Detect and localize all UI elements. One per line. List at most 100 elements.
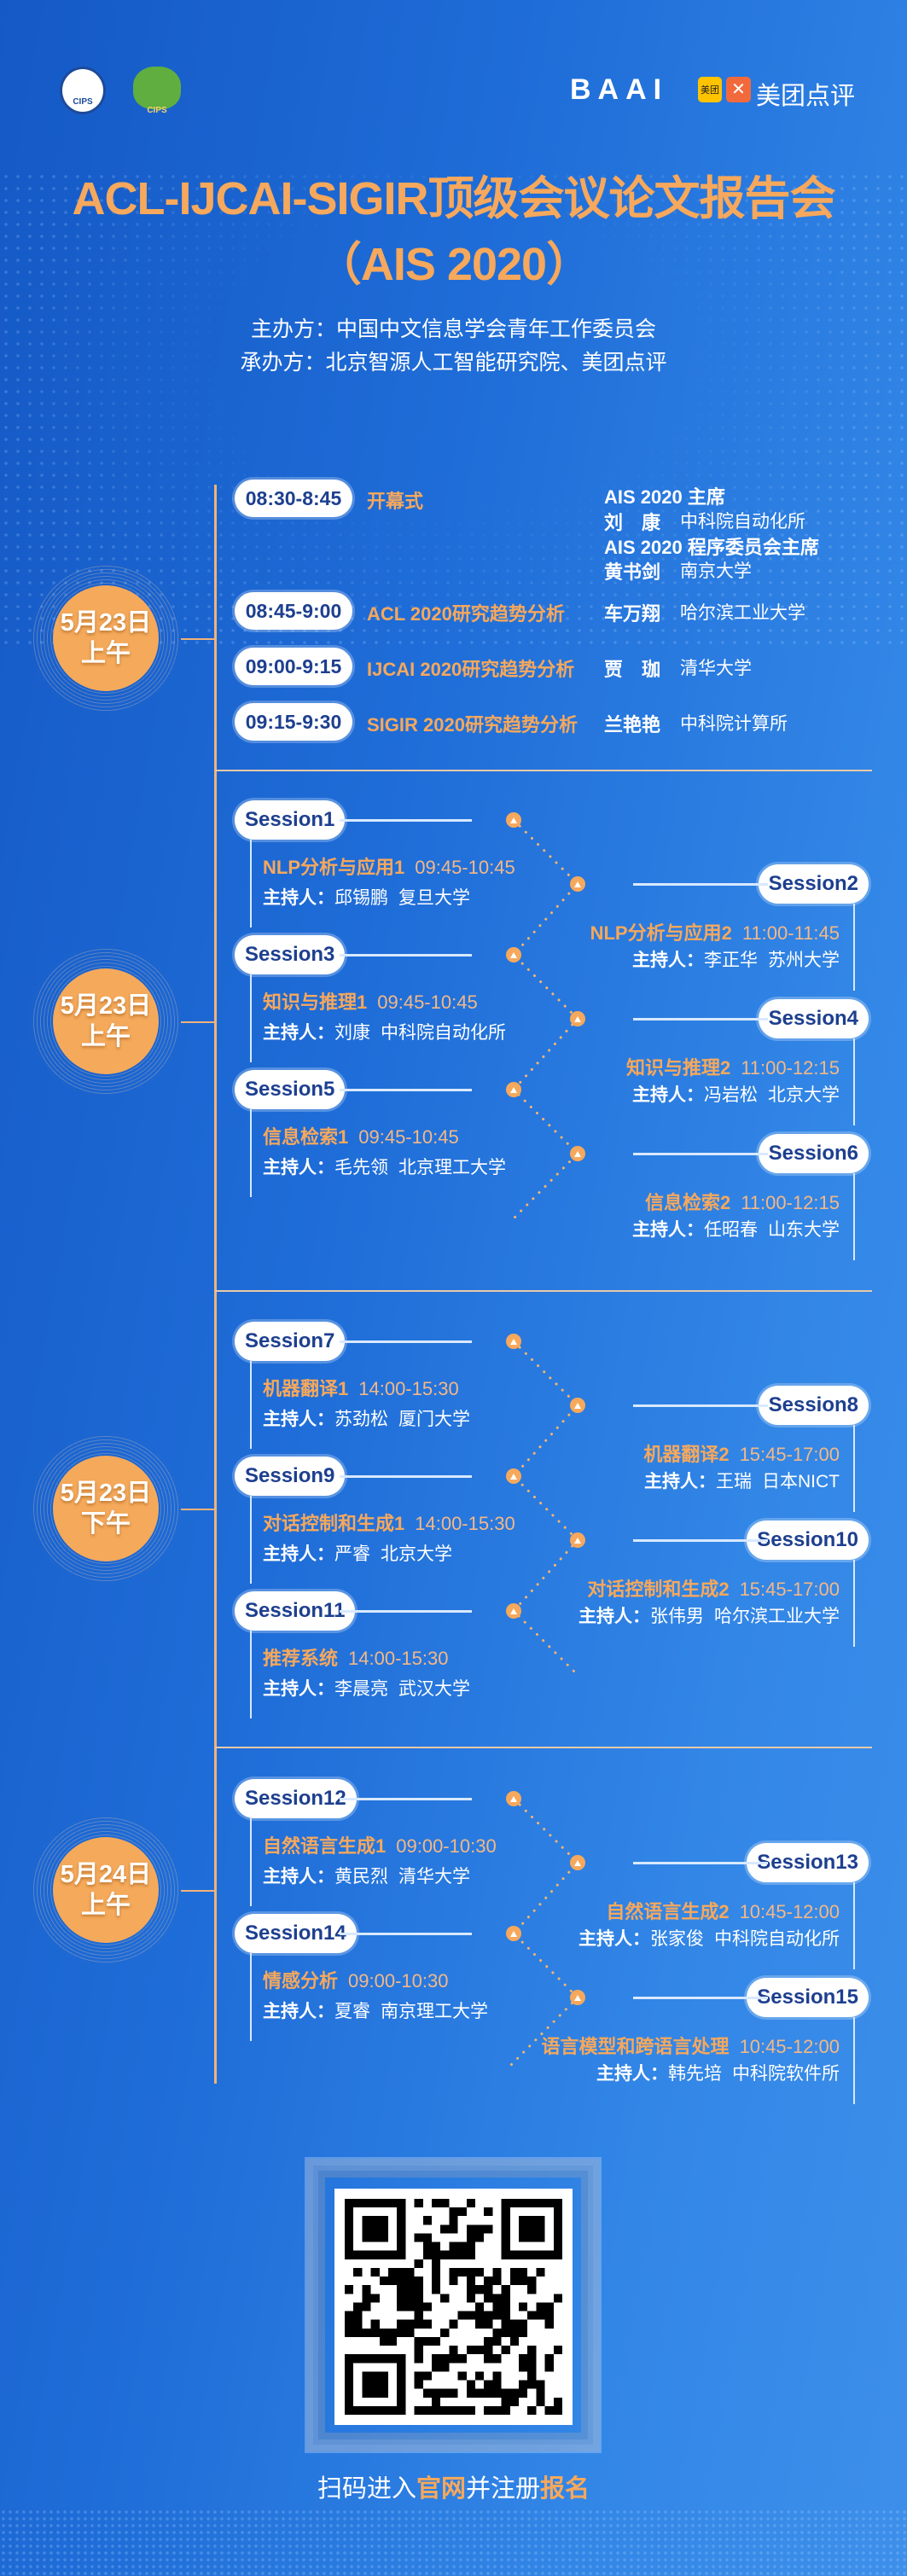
session-title: 语言模型和跨语言处理 [541,2036,730,2057]
session-time: 09:45-10:45 [377,991,478,1013]
host-label: 主持人： [579,1929,650,1949]
session-title: 知识与推理2 [625,1057,731,1079]
session-pill[interactable]: Session12 [235,1779,357,1818]
host-name: 李晨亮 [334,1679,388,1699]
connector-line [340,1610,472,1613]
organizer-co-host: 承办方：北京智源人工智能研究院、美团点评 [240,351,667,375]
speaker-name: 刘 康 [604,512,661,533]
session-rail [250,1818,252,1906]
session-host-row: 主持人：张家俊中科院自动化所 [579,1925,840,1951]
host-affiliation: 中科院软件所 [732,2064,840,2084]
host-label: 主持人： [263,1544,334,1564]
speaker-affiliation: 中科院自动化所 [680,512,805,532]
host-name: 任昭春 [704,1220,758,1240]
session-pill[interactable]: Session1 [235,800,346,840]
host-name: 毛先领 [334,1158,388,1178]
session-pill[interactable]: Session10 [747,1521,869,1560]
speaker-name: 兰艳艳 [604,714,661,736]
session-rail [250,1361,252,1449]
time-pill: 09:15-9:30 [235,703,352,741]
session-pill[interactable]: Session9 [235,1457,346,1496]
session-rail [853,1038,855,1125]
connector-line [633,1539,768,1542]
speaker-name: 贾 珈 [604,659,661,680]
organizer-host: 主办方：中国中文信息学会青年工作委员会 [250,317,657,341]
timeline-dot-icon [570,1990,585,2005]
session-host-row: 主持人：王瑞日本NICT [644,1468,840,1493]
session-host-row: 主持人：苏劲松厦门大学 [263,1405,470,1431]
caption-text: 扫码进入 [317,2475,416,2503]
session-pill[interactable]: Session4 [758,999,869,1038]
timeline-dot-icon [570,1146,585,1161]
session-pill[interactable]: Session8 [758,1386,869,1425]
session-pill[interactable]: Session3 [235,935,346,974]
session-pill[interactable]: Session5 [235,1070,346,1109]
host-label: 主持人： [263,1023,334,1043]
host-affiliation: 苏州大学 [768,951,840,970]
session-pill[interactable]: Session2 [758,864,869,904]
qr-code[interactable] [334,2189,573,2425]
timeline-dot-icon [506,947,521,962]
connector-line [633,1997,768,1999]
session-host-row: 主持人：李晨亮武汉大学 [263,1675,470,1701]
host-affiliation: 中科院自动化所 [381,1023,506,1043]
session-title: NLP分析与应用1 [263,857,405,878]
session-rail [853,1560,855,1647]
dianping-icon: ✕ [726,77,751,102]
host-label: 主持人： [596,2064,668,2084]
host-name: 黄民烈 [334,1867,388,1887]
session-time: 11:00-11:45 [741,922,840,944]
session-pill[interactable]: Session15 [747,1978,869,2017]
timeline-connector [181,1509,215,1510]
session-host-row: 主持人：夏睿南京理工大学 [263,1997,488,2023]
session-rail [853,904,855,991]
host-affiliation: 北京理工大学 [398,1158,506,1178]
host-name: 冯岩松 [704,1085,758,1105]
host-name: 严睿 [334,1544,370,1564]
date-badge: 5月23日上午 [31,563,181,713]
host-label: 主持人： [263,1410,334,1429]
session-host-row: 主持人：严睿北京大学 [263,1540,452,1566]
session-rail [853,2017,855,2104]
registration-caption: 扫码进入官网并注册报名 [0,2468,907,2504]
connector-line [340,1475,472,1478]
host-name: 韩先培 [668,2064,722,2084]
session-title: 机器翻译2 [643,1444,730,1465]
session-host-row: 主持人：冯岩松北京大学 [632,1081,840,1107]
session-title: 对话控制和生成1 [263,1513,405,1534]
connector-line [633,1862,768,1864]
speaker-affiliation: 南京大学 [680,561,752,581]
session-host-row: 主持人：任昭春山东大学 [632,1216,840,1241]
session-title: 自然语言生成2 [606,1901,730,1922]
session-pill[interactable]: Session14 [235,1914,357,1953]
period-label: 上午 [80,640,131,667]
host-label: 主持人： [632,951,704,970]
session-title: 信息检索1 [263,1126,349,1148]
session-host-row: 主持人：韩先培中科院软件所 [596,2060,840,2085]
host-name: 邱锡鹏 [334,888,388,908]
period-label: 上午 [80,1892,131,1919]
host-label: 主持人： [632,1220,704,1240]
session-title: 推荐系统 [263,1648,339,1669]
host-label: 主持人： [263,888,334,908]
session-pill[interactable]: Session11 [235,1591,356,1631]
session-pill[interactable]: Session6 [758,1134,869,1173]
session-title: NLP分析与应用2 [590,922,732,944]
timeline-dot-icon [570,1398,585,1413]
session-time: 10:45-12:00 [739,2036,840,2057]
timeline-dot-icon [506,812,521,828]
session-rail [250,1953,252,2041]
host-label: 主持人： [263,1158,334,1178]
timeline-connector [181,638,215,640]
agenda-title: IJCAI 2020研究趋势分析 [367,659,575,680]
speaker-affiliation: 清华大学 [680,659,752,678]
session-title-row: NLP分析与应用2 11:00-11:45 [590,918,840,945]
session-pill[interactable]: Session7 [235,1322,346,1361]
session-rail [250,974,252,1062]
